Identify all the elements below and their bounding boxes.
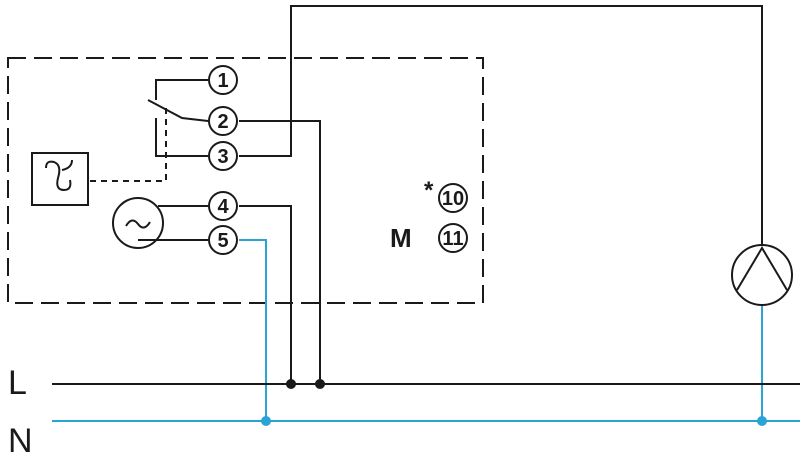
terminal-3: 3 bbox=[208, 141, 238, 171]
terminal-label: 2 bbox=[217, 111, 228, 133]
terminal-label: 11 bbox=[442, 228, 463, 250]
motor-label: M bbox=[390, 223, 412, 253]
terminal-label: 4 bbox=[217, 196, 229, 218]
pump-feed-wire bbox=[239, 5, 763, 246]
terminal-1: 1 bbox=[208, 65, 238, 95]
junction-dot bbox=[315, 379, 325, 389]
terminal-11: 11 bbox=[438, 223, 468, 253]
junction-dot bbox=[757, 416, 767, 426]
relay-switch bbox=[147, 79, 209, 157]
junction-dot bbox=[261, 416, 271, 426]
terminal-2-wire bbox=[239, 120, 321, 384]
terminal-4-wire bbox=[239, 205, 292, 384]
terminal-10: 10 bbox=[438, 183, 468, 213]
device-enclosure bbox=[7, 57, 484, 304]
terminal-4: 4 bbox=[208, 191, 238, 221]
terminal-label: 1 bbox=[217, 70, 228, 92]
terminal-label: 5 bbox=[217, 230, 228, 252]
terminal-2: 2 bbox=[208, 106, 238, 136]
line-bus-label: L bbox=[8, 364, 27, 402]
junction-dot bbox=[286, 379, 296, 389]
asterisk-mark: * bbox=[424, 177, 434, 204]
thermostat-sensor-icon bbox=[31, 152, 89, 206]
pump-icon bbox=[731, 244, 793, 306]
terminal-label: 3 bbox=[217, 146, 228, 168]
terminal-5-wire bbox=[239, 239, 267, 421]
neutral-bus-label: N bbox=[8, 422, 33, 460]
sensor-link bbox=[90, 108, 167, 182]
clock-motor-icon bbox=[112, 197, 164, 249]
terminal-5: 5 bbox=[208, 225, 238, 255]
terminal-label: 10 bbox=[442, 188, 464, 210]
